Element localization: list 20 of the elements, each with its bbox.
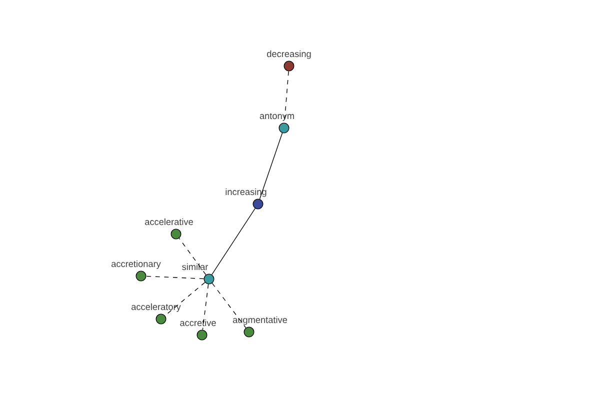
graph-node: acceleratory xyxy=(132,303,181,324)
graph-node: augmentative xyxy=(232,316,288,338)
node-label: decreasing xyxy=(267,50,311,59)
node-label: augmentative xyxy=(232,316,288,325)
graph-node: accretive xyxy=(180,319,216,340)
connector-line xyxy=(212,208,256,275)
graph-node: accelerative xyxy=(145,218,193,240)
node-label: accelerative xyxy=(145,218,193,226)
connector-line xyxy=(178,238,206,276)
graph-node: similar xyxy=(182,263,214,284)
node-label: similar xyxy=(182,263,208,270)
connector-line xyxy=(202,284,209,330)
connector-line xyxy=(146,276,204,280)
connector-line xyxy=(212,282,246,328)
connector-line xyxy=(259,132,283,200)
node-label: accretionary xyxy=(112,260,161,269)
graph-node: decreasing xyxy=(267,50,311,72)
graph-node: accretionary xyxy=(112,260,161,282)
node-label: acceleratory xyxy=(132,303,181,312)
node-label: accretive xyxy=(180,319,216,326)
